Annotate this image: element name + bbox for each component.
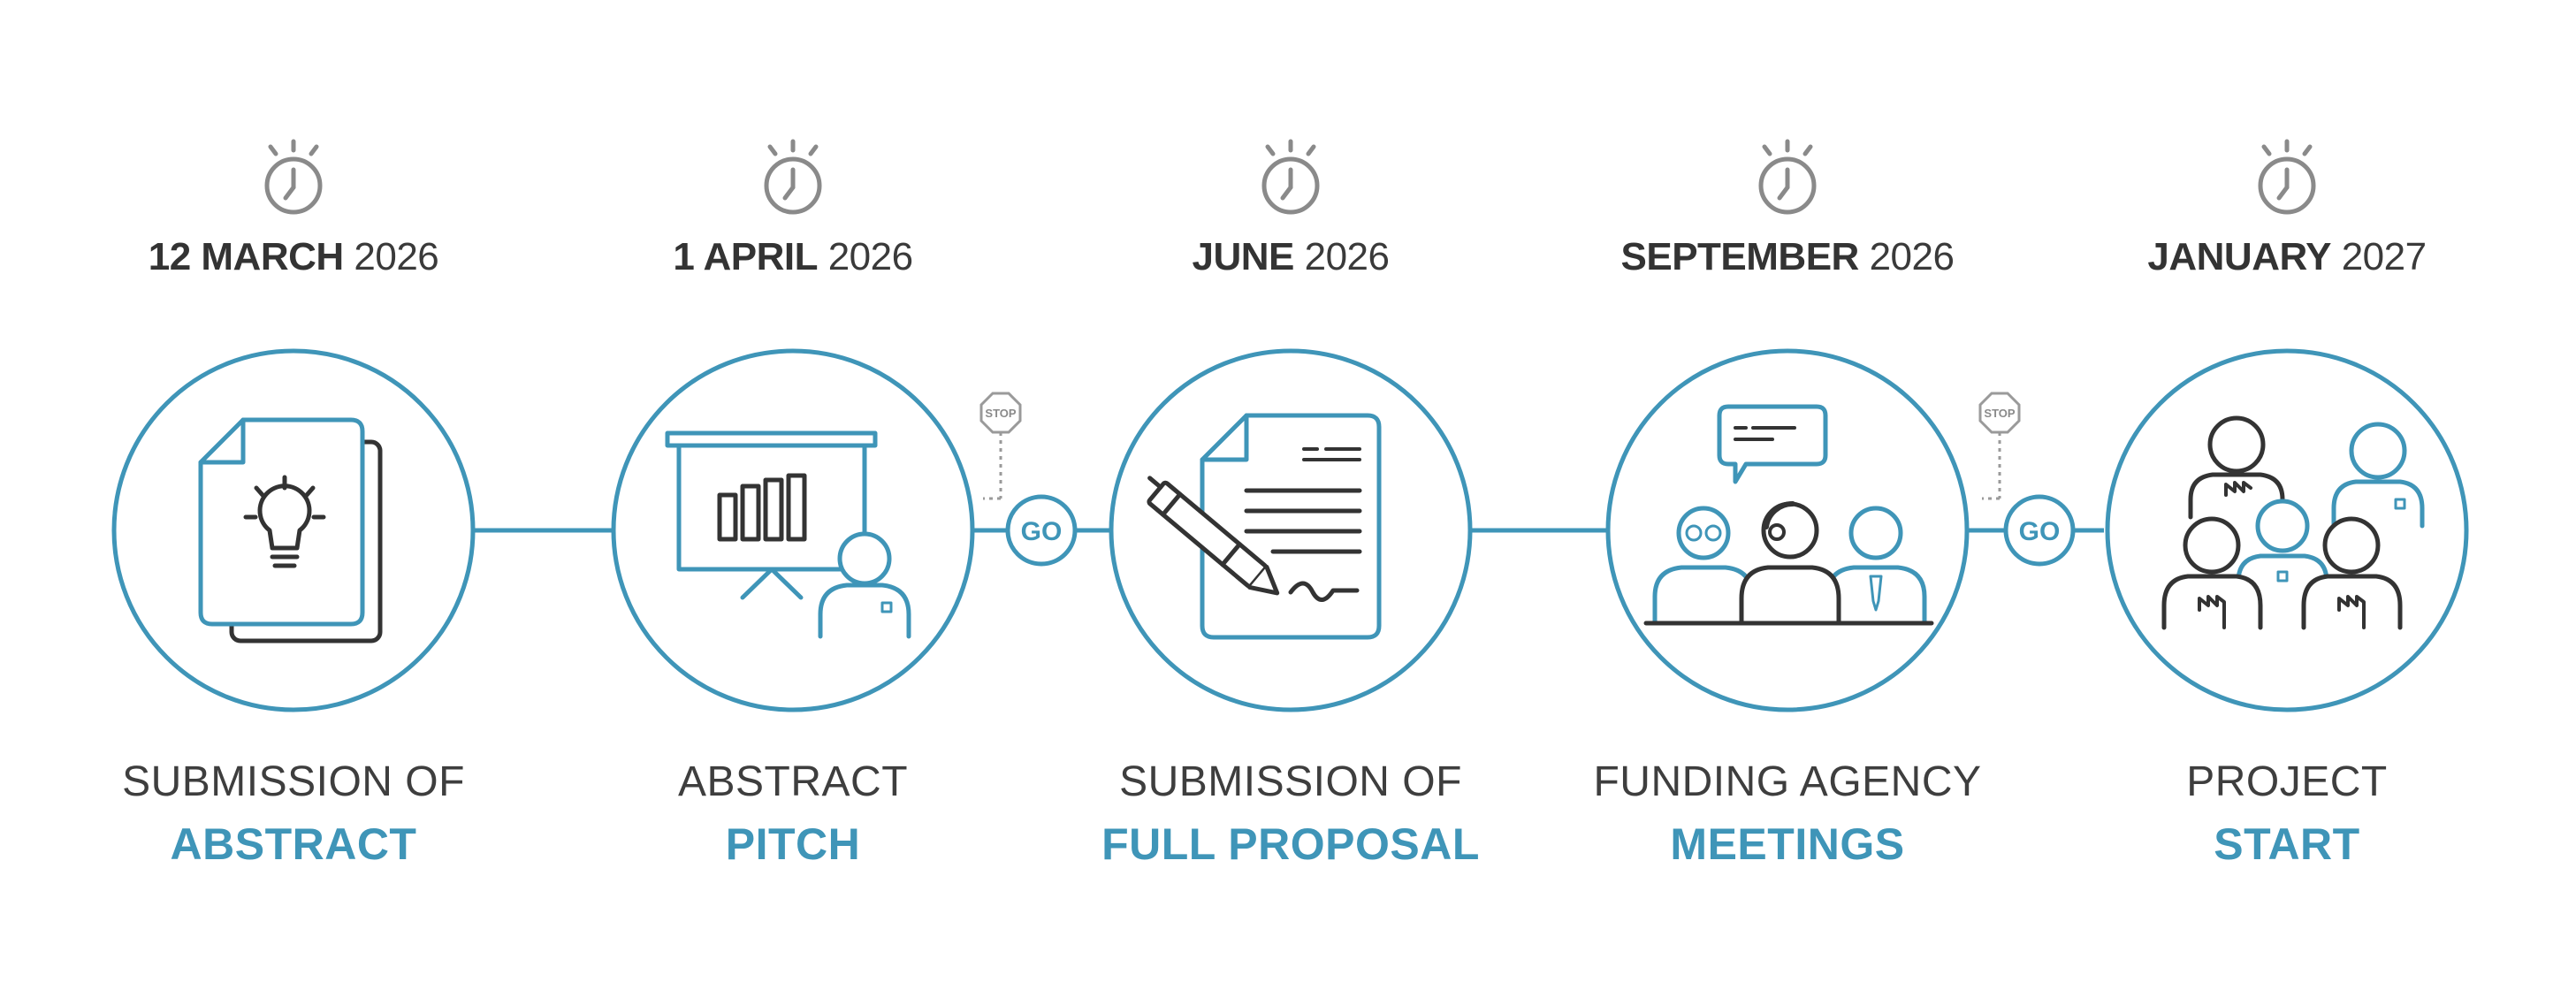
label-line1: PROJECT bbox=[2186, 758, 2388, 805]
milestone-label-2: ABSTRACT PITCH bbox=[519, 758, 1067, 870]
label-line1: SUBMISSION OF bbox=[122, 758, 465, 805]
milestone-date-5: JANUARY 2027 bbox=[2039, 235, 2534, 279]
date-year: 2027 bbox=[2341, 235, 2427, 278]
milestone-date-2: 1 APRIL 2026 bbox=[545, 235, 1040, 279]
presentation-board-icon bbox=[665, 430, 911, 639]
date-main: JANUARY bbox=[2147, 235, 2331, 278]
stopwatch-icon-4 bbox=[1758, 139, 1817, 215]
stop-sign-icon-1: STOP bbox=[979, 392, 1022, 500]
stopwatch-icon-2 bbox=[764, 139, 822, 215]
label-line2: ABSTRACT bbox=[170, 819, 417, 869]
date-main: 1 APRIL bbox=[673, 235, 818, 278]
milestone-circle-2 bbox=[611, 348, 975, 712]
go-badge-text: GO bbox=[2019, 517, 2061, 546]
stopwatch-icon-5 bbox=[2258, 139, 2316, 215]
document-lightbulb-icon bbox=[198, 417, 383, 644]
milestone-label-3: SUBMISSION OF FULL PROPOSAL bbox=[1017, 758, 1565, 870]
label-line1: SUBMISSION OF bbox=[1119, 758, 1462, 805]
stopwatch-icon-1 bbox=[264, 139, 323, 215]
milestone-date-4: SEPTEMBER 2026 bbox=[1540, 235, 2035, 279]
milestone-label-4: FUNDING AGENCY MEETINGS bbox=[1513, 758, 2062, 870]
stop-sign-text: STOP bbox=[1984, 407, 2015, 420]
date-main: SEPTEMBER bbox=[1620, 235, 1860, 278]
label-line1: FUNDING AGENCY bbox=[1593, 758, 1982, 805]
date-main: JUNE bbox=[1192, 235, 1295, 278]
date-year: 2026 bbox=[1304, 235, 1390, 278]
milestone-label-5: PROJECT START bbox=[2013, 758, 2561, 870]
label-line2: FULL PROPOSAL bbox=[1101, 819, 1480, 869]
stopwatch-icon-3 bbox=[1261, 139, 1320, 215]
date-main: 12 MARCH bbox=[148, 235, 344, 278]
label-line2: PITCH bbox=[725, 819, 861, 869]
team-people-icon bbox=[2161, 415, 2425, 630]
go-badge-1: GO bbox=[1005, 494, 1078, 567]
go-badge-text: GO bbox=[1021, 517, 1063, 546]
milestone-date-1: 12 MARCH 2026 bbox=[46, 235, 541, 279]
meeting-people-icon bbox=[1643, 404, 1934, 626]
stop-sign-text: STOP bbox=[985, 407, 1016, 420]
signed-contract-icon bbox=[1147, 413, 1382, 640]
milestone-label-1: SUBMISSION OF ABSTRACT bbox=[19, 758, 568, 870]
label-line2: MEETINGS bbox=[1670, 819, 1905, 869]
label-line2: START bbox=[2214, 819, 2360, 869]
date-year: 2026 bbox=[354, 235, 439, 278]
date-year: 2026 bbox=[827, 235, 913, 278]
date-year: 2026 bbox=[1869, 235, 1955, 278]
stop-sign-icon-2: STOP bbox=[1978, 392, 2021, 500]
milestone-date-3: JUNE 2026 bbox=[1043, 235, 1538, 279]
label-line1: ABSTRACT bbox=[677, 758, 909, 805]
go-badge-2: GO bbox=[2003, 494, 2076, 567]
